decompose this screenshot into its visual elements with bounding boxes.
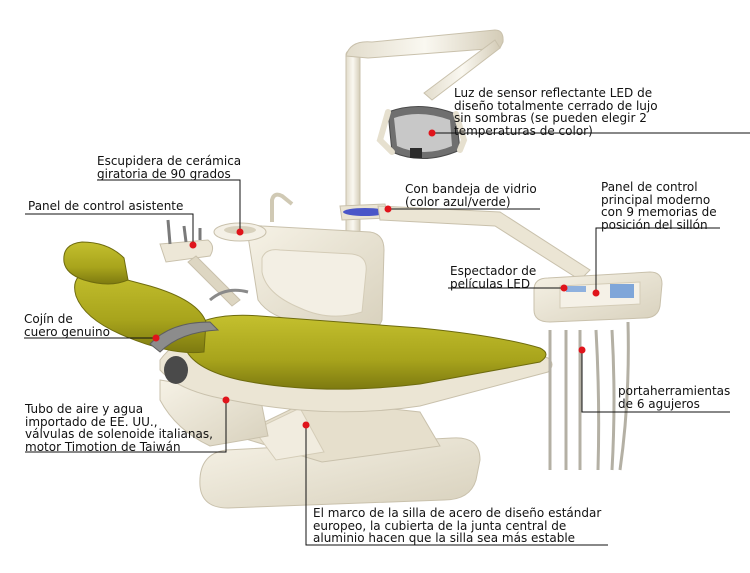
label-line: El marco de la silla de acero de diseño … <box>313 506 602 520</box>
chair-base <box>199 437 481 509</box>
label-line: de 6 agujeros <box>618 396 700 411</box>
leader-assistant-panel <box>25 213 194 245</box>
markers <box>152 129 600 429</box>
label-line: temperaturas de color) <box>454 123 593 138</box>
leader-spittoon <box>97 179 241 232</box>
leader-air-water-tube <box>25 400 227 453</box>
label-line: con 9 memorias de <box>601 205 717 219</box>
label-air-water-tube: Tubo de aire y agua importado de EE. UU.… <box>25 403 213 453</box>
marker-assistant-panel <box>189 241 197 249</box>
label-line: posición del sillón <box>601 217 708 232</box>
led-film-viewer <box>566 286 586 292</box>
label-line: Cojín de <box>24 312 73 326</box>
label-glass-tray: Con bandeja de vidrio (color azul/verde) <box>405 183 537 208</box>
seat-cushion <box>185 314 547 390</box>
marker-tool-holder <box>578 346 586 354</box>
light-arm-upper <box>345 29 504 59</box>
label-line: Espectador de <box>450 264 537 278</box>
label-line: motor Timotion de Taiwán <box>25 439 181 454</box>
label-line: cuero genuino <box>24 324 110 339</box>
label-line: Escupidera de cerámica <box>97 154 242 168</box>
label-chair-frame: El marco de la silla de acero de diseño … <box>313 507 601 545</box>
label-line: diseño totalmente cerrado de lujo <box>454 98 658 113</box>
marker-leather-cushion <box>152 334 160 342</box>
label-line: portaherramientas <box>618 384 731 398</box>
label-line: importado de EE. UU., <box>25 414 158 429</box>
leader-tool-holder <box>581 350 730 413</box>
label-line: Luz de sensor reflectante LED de <box>454 86 653 100</box>
water-unit-window <box>261 249 367 317</box>
label-line: Panel de control <box>601 180 698 194</box>
label-line: Tubo de aire y agua <box>25 402 144 416</box>
label-line: aluminio hacen que la silla sea más esta… <box>313 531 576 545</box>
marker-spittoon <box>236 228 244 236</box>
leader-chair-frame <box>305 425 608 546</box>
leader-lines <box>24 132 750 546</box>
marker-chair-frame <box>302 421 310 429</box>
label-film-viewer: Espectador de películas LED <box>450 265 536 290</box>
keypad <box>610 284 634 298</box>
marker-control-panel <box>592 289 600 297</box>
cup-filler <box>270 192 294 222</box>
label-line: películas LED <box>450 276 531 291</box>
label-sensor-light: Luz de sensor reflectante LED de diseño … <box>454 87 658 137</box>
foot-control <box>164 356 188 384</box>
label-tool-holder: portaherramientas de 6 agujeros <box>618 385 730 410</box>
marker-sensor-light <box>428 129 436 137</box>
sensor-light-head <box>376 105 468 160</box>
assistant-arm <box>187 255 241 307</box>
leader-control-panel <box>595 227 720 293</box>
label-line: europeo, la cubierta de la junta central… <box>313 518 567 533</box>
label-control-panel: Panel de control principal moderno con 9… <box>601 181 717 231</box>
marker-glass-tray <box>384 205 392 213</box>
label-line: giratoria de 90 grados <box>97 166 231 181</box>
label-line: sin sombras (se pueden elegir 2 <box>454 111 647 125</box>
marker-air-water-tube <box>222 396 230 404</box>
glass-tray <box>343 208 387 216</box>
label-line: (color azul/verde) <box>405 194 511 209</box>
label-assistant-panel: Panel de control asistente <box>28 200 183 213</box>
label-line: principal moderno <box>601 192 711 207</box>
label-leather-cushion: Cojín de cuero genuino <box>24 313 110 338</box>
label-spittoon: Escupidera de cerámica giratoria de 90 g… <box>97 155 241 180</box>
headrest-cushion <box>63 241 129 285</box>
dental-chair-illustration <box>63 29 663 509</box>
assistant-panel <box>159 239 214 263</box>
label-line: Panel de control asistente <box>28 199 184 213</box>
instrument-hoses <box>548 321 630 471</box>
label-line: válvulas de solenoide italianas, <box>25 427 213 441</box>
light-arm-lower <box>423 39 501 101</box>
armrest <box>149 321 220 353</box>
label-line: Con bandeja de vidrio <box>405 182 537 196</box>
marker-film-viewer <box>560 284 568 292</box>
